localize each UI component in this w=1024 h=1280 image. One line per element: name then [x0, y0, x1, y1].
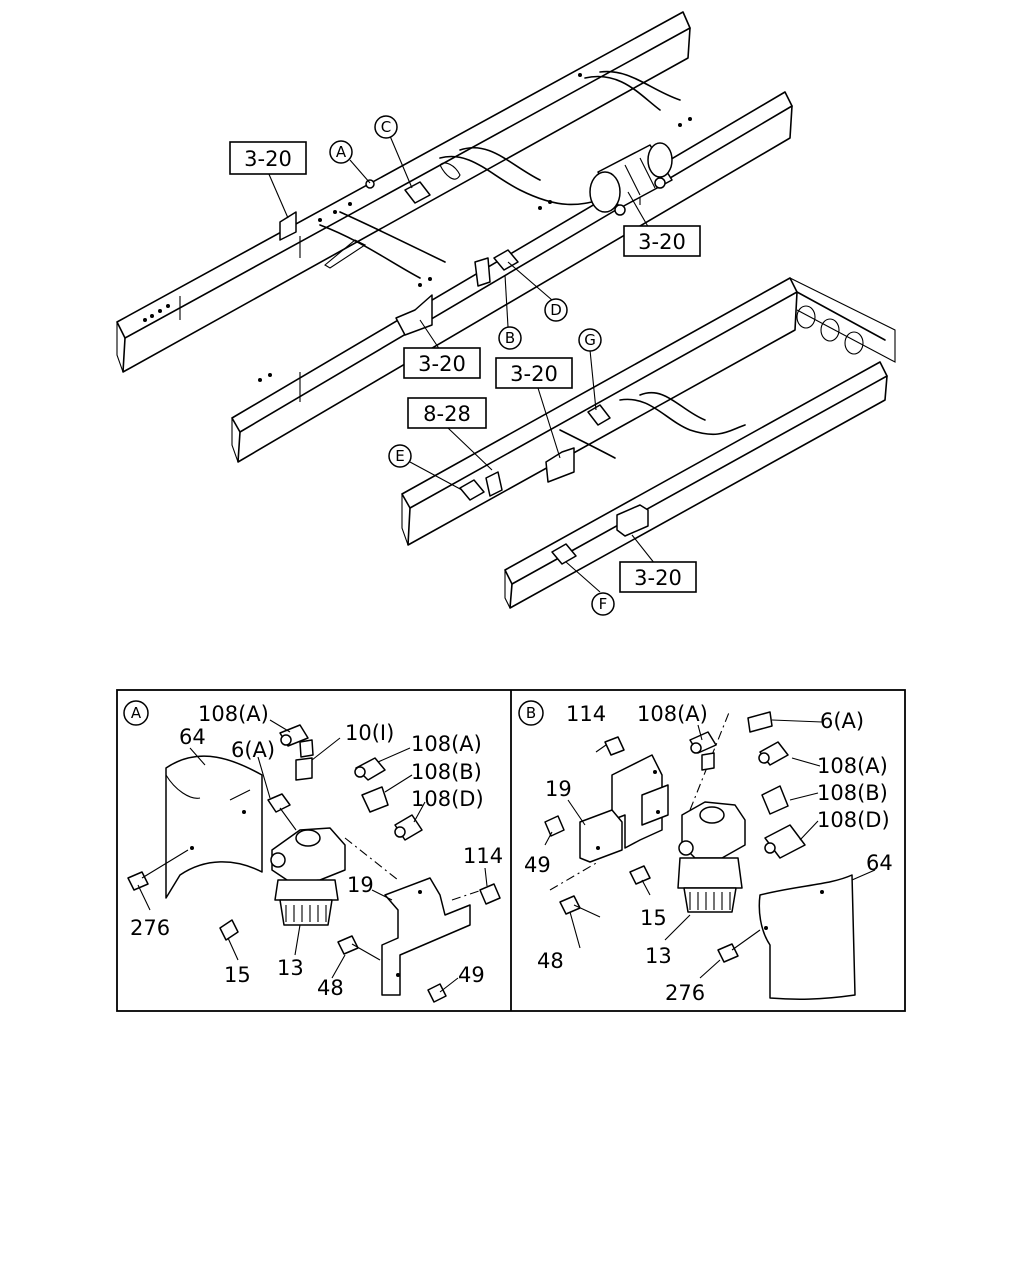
svg-text:49: 49 [524, 853, 551, 877]
bracket-b [544, 709, 731, 918]
front-cross-members [319, 70, 681, 279]
rear-cross-members [559, 305, 864, 459]
detail-b-callouts: 114 108(A) 6(A) 108(A) 19 108(B) 108(D) … [524, 702, 893, 1005]
locator-d: D [544, 298, 568, 322]
svg-text:6(A): 6(A) [820, 709, 864, 733]
reference-box-4: 3-20 [495, 357, 573, 389]
reference-box-6: 3-20 [619, 561, 697, 593]
front-left-rail [116, 11, 691, 373]
svg-text:276: 276 [665, 981, 705, 1005]
reference-label: 3-20 [634, 566, 682, 590]
reference-box-2: 3-20 [623, 225, 701, 257]
svg-text:48: 48 [537, 949, 564, 973]
svg-text:108(A): 108(A) [817, 754, 888, 778]
locator-e: E [388, 444, 412, 468]
water-separator-a [270, 827, 346, 926]
locator-f: F [591, 592, 615, 616]
reference-label: 3-20 [418, 352, 466, 376]
svg-text:276: 276 [130, 916, 170, 940]
svg-text:64: 64 [866, 851, 893, 875]
svg-text:108(A): 108(A) [637, 702, 708, 726]
svg-text:108(B): 108(B) [411, 760, 482, 784]
svg-text:A: A [336, 143, 347, 161]
svg-text:13: 13 [277, 956, 304, 980]
svg-text:C: C [381, 118, 391, 136]
svg-text:F: F [599, 595, 608, 613]
svg-text:48: 48 [317, 976, 344, 1000]
locator-b: B [498, 326, 522, 350]
water-separator-b [677, 801, 746, 913]
locator-a: A [329, 140, 353, 164]
frame-brackets [279, 179, 649, 565]
svg-text:108(A): 108(A) [411, 732, 482, 756]
fittings-b [629, 711, 806, 963]
reference-box-5: 8-28 [407, 397, 487, 429]
upper-leader-lines [267, 135, 656, 593]
detail-a-marker [123, 700, 149, 726]
svg-text:10(I): 10(I) [345, 721, 394, 745]
reference-box-1: 3-20 [229, 141, 307, 175]
reference-label: 3-20 [510, 362, 558, 386]
svg-text:19: 19 [545, 777, 572, 801]
bracket-a [337, 837, 501, 1003]
svg-text:114: 114 [566, 702, 606, 726]
svg-text:108(A): 108(A) [198, 702, 269, 726]
svg-text:G: G [584, 331, 596, 349]
reference-label: 3-20 [638, 230, 686, 254]
svg-text:13: 13 [645, 944, 672, 968]
front-right-rail [231, 91, 793, 463]
reference-box-3: 3-20 [403, 347, 481, 379]
air-tank [589, 142, 673, 216]
svg-text:6(A): 6(A) [231, 738, 275, 762]
svg-text:19: 19 [347, 873, 374, 897]
svg-text:108(D): 108(D) [817, 808, 890, 832]
svg-text:A: A [131, 704, 142, 722]
shield-plate-b [758, 874, 856, 1000]
svg-text:B: B [526, 704, 536, 722]
reference-label: 3-20 [244, 147, 292, 171]
detail-b: B [518, 700, 893, 1005]
svg-text:15: 15 [640, 906, 667, 930]
detail-a-callouts: 108(A) 64 6(A) 10(I) 108(A) 108(B) 108(D… [130, 702, 503, 1000]
chassis-frame-view: 3-20 3-20 3-20 3-20 8-28 3-20 A C [116, 11, 896, 616]
svg-text:15: 15 [224, 963, 251, 987]
detail-a: A [123, 700, 503, 1003]
shield-plate [165, 755, 263, 899]
svg-text:108(B): 108(B) [817, 781, 888, 805]
svg-text:64: 64 [179, 725, 206, 749]
svg-text:49: 49 [458, 963, 485, 987]
rear-left-rail [401, 277, 896, 546]
svg-text:E: E [395, 447, 404, 465]
svg-text:108(D): 108(D) [411, 787, 484, 811]
fittings-a [127, 724, 423, 941]
rear-right-rail [504, 361, 888, 609]
reference-label: 8-28 [423, 402, 471, 426]
locator-c: C [374, 115, 398, 139]
detail-b-marker [518, 700, 544, 726]
svg-text:B: B [505, 329, 515, 347]
svg-text:D: D [550, 301, 562, 319]
locator-g: G [578, 328, 602, 352]
svg-text:114: 114 [463, 844, 503, 868]
